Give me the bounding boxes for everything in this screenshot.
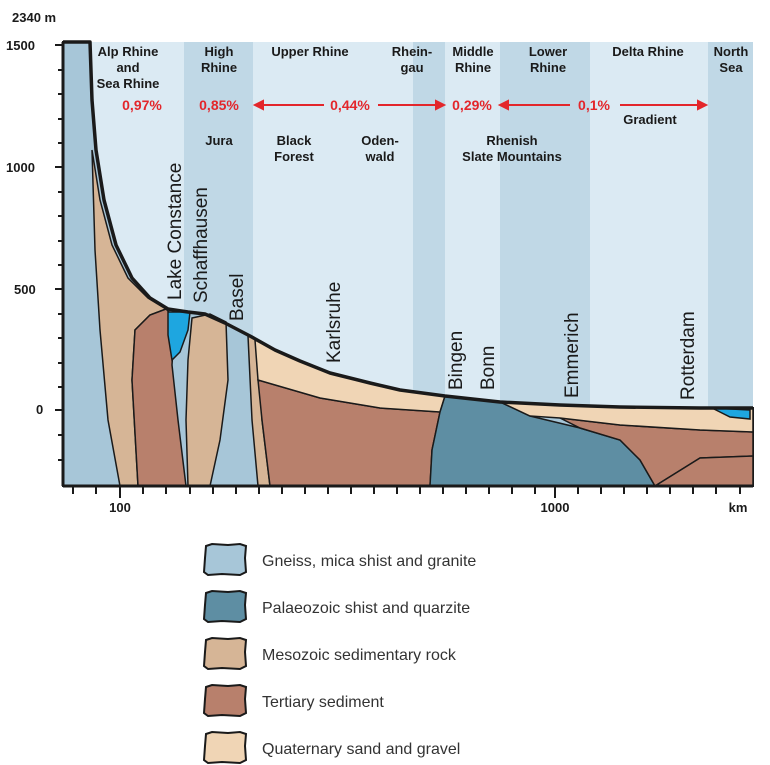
city-lake-constance: Lake Constance [165,163,186,300]
gradient-label: Gradient [623,112,677,127]
section-alp-rhine-l3: Sea Rhine [97,76,160,91]
city-schaffhausen: Schaffhausen [191,187,212,303]
surface-profile [63,40,753,410]
region-odenwald-l2: wald [365,149,395,164]
y-axis-ticks [55,44,63,461]
section-lower-rhine-l1: Lower [529,44,567,59]
band-north-sea [708,42,753,410]
gradient-high: 0,85% [199,97,239,113]
x-axis-ticks [72,486,741,498]
legend: Gneiss, mica shist and granite Palaeozoi… [202,542,476,765]
section-rheingau-l2: gau [400,60,423,75]
section-rheingau-l1: Rhein- [392,44,432,59]
gradient-upper: 0,44% [330,97,370,113]
y-tick-1500: 1500 [6,38,35,53]
legend-swatch-gneiss [202,542,248,577]
y-tick-1000: 1000 [6,160,35,175]
city-basel: Basel [227,273,248,321]
section-delta-rhine: Delta Rhine [612,44,684,59]
band-rheingau [413,42,445,410]
legend-item-quaternary: Quaternary sand and gravel [202,730,460,765]
band-lower-rhine [500,42,590,410]
x-tick-100: 100 [109,500,131,515]
region-rhenish-l1: Rhenish [486,133,537,148]
region-jura: Jura [205,133,233,148]
legend-item-gneiss: Gneiss, mica shist and granite [202,542,476,577]
city-rotterdam: Rotterdam [678,311,699,400]
legend-label-quaternary: Quaternary sand and gravel [262,741,460,758]
legend-label-tertiary: Tertiary sediment [262,694,384,711]
section-alp-rhine-l2: and [116,60,139,75]
gradient-values: 0,97% 0,85% 0,44% 0,29% 0,1% [122,97,610,113]
gradient-alp: 0,97% [122,97,162,113]
section-middle-rhine-l2: Rhine [455,60,491,75]
gradient-lower: 0,1% [578,97,610,113]
y-axis-top-label: 2340 m [12,10,56,25]
region-black-forest-l1: Black [277,133,312,148]
legend-item-palaeozoic: Palaeozoic shist and quarzite [202,589,470,624]
region-odenwald-l1: Oden- [361,133,399,148]
city-bingen: Bingen [446,331,467,390]
legend-label-palaeozoic: Palaeozoic shist and quarzite [262,600,470,617]
gradient-middle: 0,29% [452,97,492,113]
section-middle-rhine-l1: Middle [452,44,493,59]
section-high-rhine-l2: Rhine [201,60,237,75]
x-tick-1000: 1000 [541,500,570,515]
region-black-forest-l2: Forest [274,149,314,164]
region-labels: Jura Black Forest Oden- wald Rhenish Sla… [205,133,562,164]
city-emmerich: Emmerich [562,312,583,398]
legend-swatch-palaeozoic [202,589,248,624]
legend-item-tertiary: Tertiary sediment [202,683,384,718]
legend-swatch-tertiary [202,683,248,718]
x-axis-unit: km [729,500,748,515]
legend-item-mesozoic: Mesozoic sedimentary rock [202,636,457,671]
city-karlsruhe: Karlsruhe [324,282,345,363]
legend-swatch-quaternary [202,730,248,765]
city-bonn: Bonn [478,346,499,390]
section-upper-rhine: Upper Rhine [271,44,348,59]
region-rhenish-l2: Slate Mountains [462,149,562,164]
section-labels: Alp Rhine and Sea Rhine High Rhine Upper… [97,44,749,91]
section-alp-rhine-l1: Alp Rhine [98,44,159,59]
section-north-sea-l1: North [714,44,749,59]
legend-swatch-mesozoic [202,636,248,671]
section-high-rhine-l1: High [205,44,234,59]
y-tick-500: 500 [14,282,36,297]
section-north-sea-l2: Sea [719,60,743,75]
y-tick-0: 0 [36,402,43,417]
section-lower-rhine-l2: Rhine [530,60,566,75]
legend-label-mesozoic: Mesozoic sedimentary rock [262,647,457,664]
legend-label-gneiss: Gneiss, mica shist and granite [262,553,476,570]
gradient-arrows [252,99,709,111]
